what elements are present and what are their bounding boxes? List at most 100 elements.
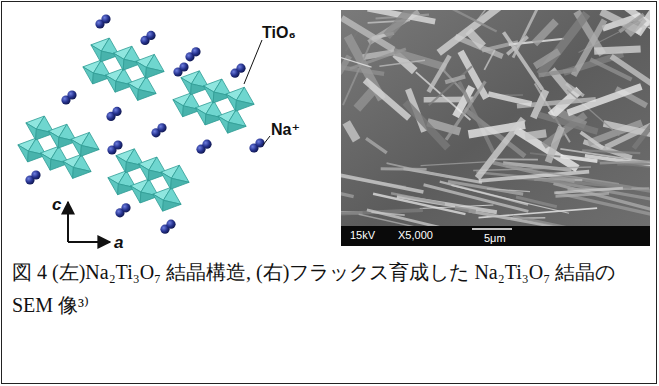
a-axis-arrow bbox=[68, 241, 110, 243]
octahedron-face bbox=[195, 108, 206, 125]
crystal-plate bbox=[506, 35, 529, 55]
na-ion-pair bbox=[61, 90, 76, 104]
crystal-plate bbox=[525, 129, 547, 140]
scale-bar bbox=[472, 228, 512, 230]
crystal-plate bbox=[554, 187, 623, 194]
crystal-plate bbox=[484, 49, 496, 70]
crystal-plate bbox=[421, 161, 486, 166]
crystal-plate bbox=[533, 48, 561, 69]
ion-label: Na⁺ bbox=[271, 121, 300, 139]
crystal-plate bbox=[566, 83, 642, 116]
axis-label: c bbox=[52, 196, 61, 215]
tio6-octahedron bbox=[116, 149, 144, 173]
na-ion-pair bbox=[115, 203, 130, 217]
octahedron-face bbox=[63, 161, 74, 178]
octahedron-face bbox=[105, 75, 116, 92]
na-ion bbox=[255, 138, 264, 147]
na-ion bbox=[67, 90, 76, 99]
crystal-plate bbox=[341, 190, 354, 199]
crystal-plate bbox=[505, 166, 619, 185]
octahedron-face bbox=[71, 139, 82, 156]
na-ion bbox=[202, 140, 211, 149]
octahedron-face bbox=[40, 153, 51, 170]
octahedron-face bbox=[18, 145, 29, 162]
na-ion bbox=[191, 47, 200, 56]
na-ion bbox=[101, 14, 110, 23]
tio6-octahedron bbox=[161, 165, 189, 189]
na-ion bbox=[179, 62, 188, 71]
crystal-plate bbox=[493, 159, 538, 161]
sem-voltage: 15kV bbox=[350, 229, 375, 241]
crystal-plate bbox=[538, 112, 599, 135]
sem-scale: 5μm bbox=[484, 232, 506, 244]
octahedron-face bbox=[91, 45, 102, 62]
na-ion-pair bbox=[140, 31, 155, 45]
tio6-octahedron bbox=[26, 116, 54, 140]
axis-symbol bbox=[68, 202, 110, 242]
tio6-octahedron bbox=[18, 138, 46, 162]
na-ion-pair bbox=[151, 123, 166, 137]
octahedron-face bbox=[48, 131, 59, 148]
leader-line bbox=[263, 136, 270, 145]
octahedron-face bbox=[161, 172, 172, 189]
octahedron-face bbox=[73, 167, 91, 178]
tio6-octahedron bbox=[138, 157, 166, 181]
crystal-plate bbox=[428, 66, 473, 107]
na-ion bbox=[157, 123, 166, 132]
na-ion-pair bbox=[25, 170, 40, 184]
crystal-plate bbox=[341, 54, 352, 74]
crystal-plate bbox=[477, 10, 493, 21]
tio6-octahedron bbox=[195, 101, 223, 125]
crystal-plate bbox=[402, 100, 450, 151]
octahedron-face bbox=[218, 116, 229, 133]
octahedron-face bbox=[26, 123, 37, 140]
crystal-plate bbox=[487, 188, 530, 192]
tio6-octahedron bbox=[136, 54, 164, 78]
tio6-octahedron bbox=[128, 76, 156, 100]
octahedron-face bbox=[226, 94, 237, 111]
tio6-octahedron bbox=[130, 179, 158, 203]
octahedron-face bbox=[130, 186, 141, 203]
crystal-plate bbox=[560, 154, 597, 163]
crystal-plate bbox=[341, 49, 372, 68]
sem-magnification: X5,000 bbox=[398, 229, 433, 241]
crystal-plate bbox=[342, 120, 360, 142]
octahedron-face bbox=[81, 145, 99, 156]
na-ion-pair bbox=[230, 64, 245, 78]
crystal-plate bbox=[350, 48, 407, 70]
na-ion bbox=[146, 31, 155, 40]
c-axis-arrow bbox=[67, 202, 69, 242]
octahedron-face bbox=[236, 100, 254, 111]
crystal-plate bbox=[488, 91, 532, 106]
crystal-plate bbox=[365, 137, 388, 154]
octahedron-face bbox=[138, 164, 149, 181]
na-ion-pair bbox=[95, 14, 110, 28]
na-ion bbox=[31, 170, 40, 179]
crystal-plate bbox=[580, 131, 605, 150]
na-ion-pair bbox=[173, 62, 188, 76]
tio6-octahedron bbox=[63, 154, 91, 178]
octahedron-face bbox=[108, 178, 119, 195]
tio6-octahedron bbox=[173, 93, 201, 117]
sem-image bbox=[341, 10, 650, 246]
tio6-octahedron bbox=[105, 68, 133, 92]
crystal-plate bbox=[512, 10, 540, 58]
tio6-octahedron bbox=[48, 124, 76, 148]
crystal-plate bbox=[342, 40, 372, 105]
crystal-plate bbox=[632, 108, 650, 149]
crystal-structure bbox=[18, 14, 265, 233]
na-ion bbox=[113, 140, 122, 149]
crystal-plate bbox=[600, 160, 650, 165]
tio6-octahedron bbox=[40, 146, 68, 170]
na-ion bbox=[112, 107, 121, 116]
crystal-plate bbox=[451, 185, 569, 214]
axis-label: a bbox=[114, 234, 123, 253]
na-ion bbox=[166, 220, 175, 229]
formula-label: TiO₆ bbox=[262, 24, 296, 42]
crystal-plate bbox=[427, 54, 452, 93]
na-ion-pair bbox=[106, 107, 121, 121]
crystal-plate bbox=[560, 148, 650, 167]
octahedron-face bbox=[128, 83, 139, 100]
na-ion-pair bbox=[107, 140, 122, 154]
